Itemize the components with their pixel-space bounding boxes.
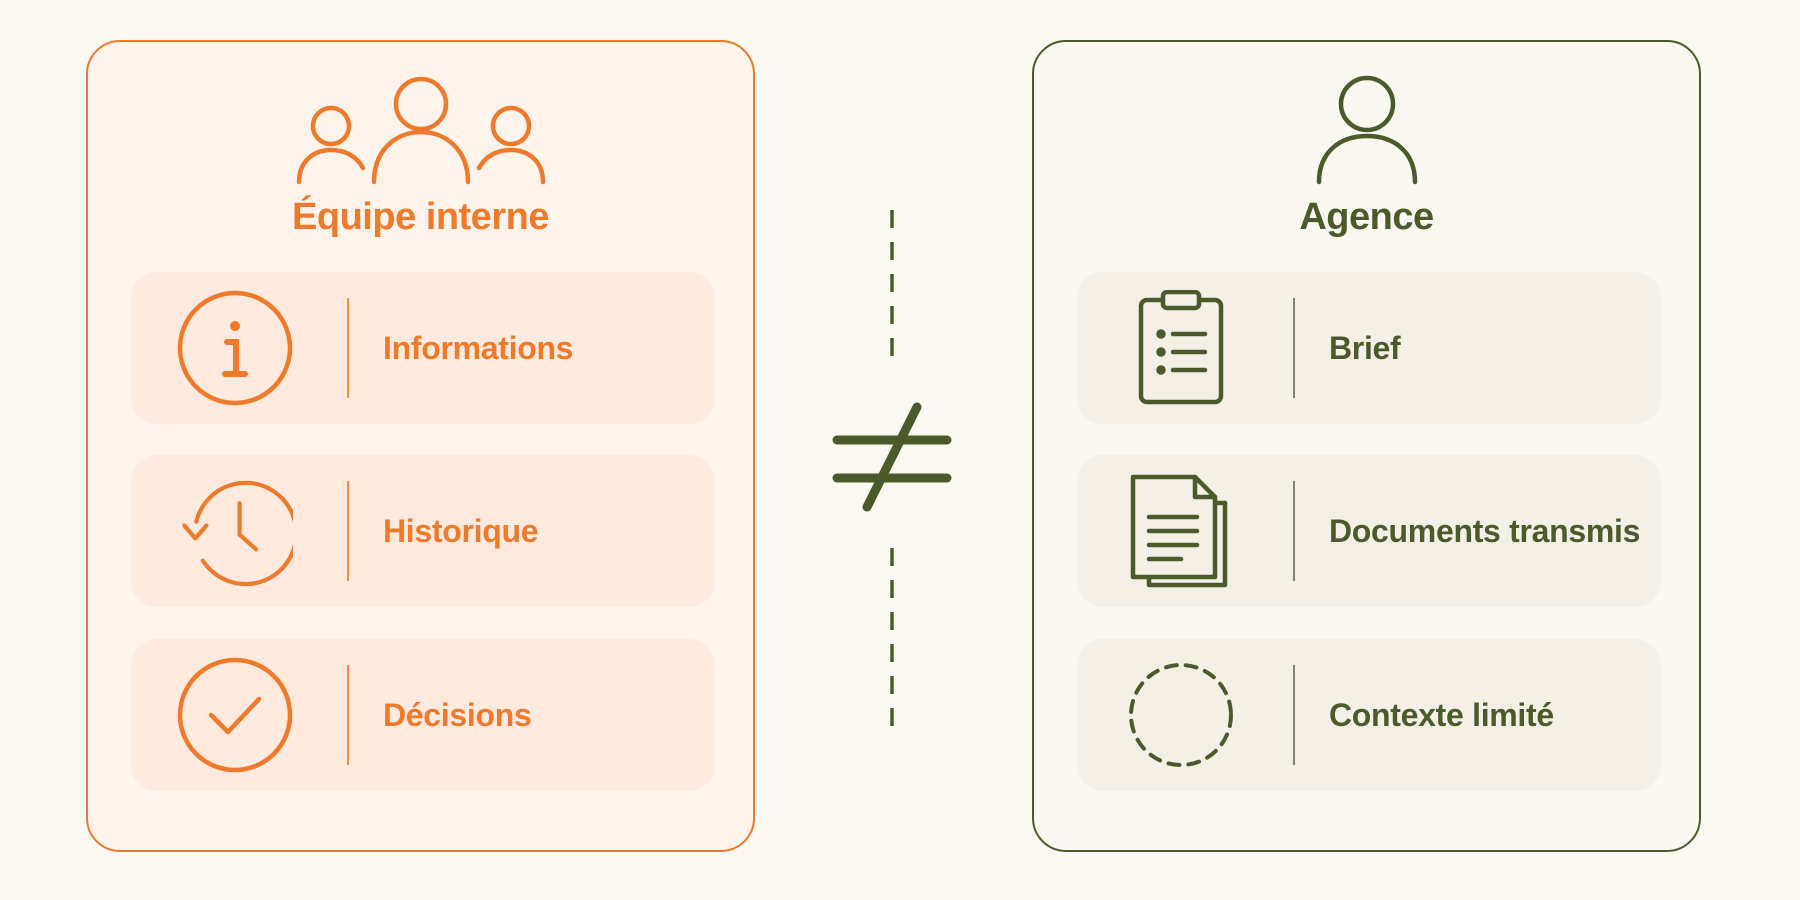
person-icon	[1034, 70, 1699, 188]
clipboard-icon	[1123, 290, 1239, 406]
dashed-circle-icon	[1123, 657, 1239, 773]
item-label: Historique	[383, 513, 539, 549]
documents-icon	[1123, 473, 1239, 589]
info-icon	[177, 290, 293, 406]
item-divider	[347, 481, 349, 581]
item-label: Contexte limité	[1329, 697, 1554, 733]
history-icon	[177, 473, 293, 589]
agency-item-documents: Documents transmis	[1077, 455, 1661, 607]
team-icon	[88, 70, 753, 188]
check-circle-icon	[177, 657, 293, 773]
item-divider	[347, 298, 349, 398]
not-equal-separator	[832, 210, 952, 730]
item-label: Informations	[383, 330, 574, 366]
item-divider	[1293, 481, 1295, 581]
item-label: Brief	[1329, 330, 1401, 366]
internal-item-historique: Historique	[131, 455, 715, 607]
agency-title: Agence	[1299, 196, 1434, 238]
item-divider	[1293, 665, 1295, 765]
item-label: Documents transmis	[1329, 513, 1641, 549]
internal-team-panel: Équipe interne Informations Historique	[86, 40, 755, 852]
internal-team-title: Équipe interne	[292, 196, 549, 238]
internal-item-informations: Informations	[131, 272, 715, 424]
internal-item-decisions: Décisions	[131, 639, 715, 791]
item-divider	[347, 665, 349, 765]
item-label: Décisions	[383, 697, 532, 733]
item-divider	[1293, 298, 1295, 398]
agency-item-contexte: Contexte limité	[1077, 639, 1661, 791]
agency-panel: Agence Brief	[1032, 40, 1701, 852]
agency-item-brief: Brief	[1077, 272, 1661, 424]
not-equal-icon	[832, 402, 952, 512]
